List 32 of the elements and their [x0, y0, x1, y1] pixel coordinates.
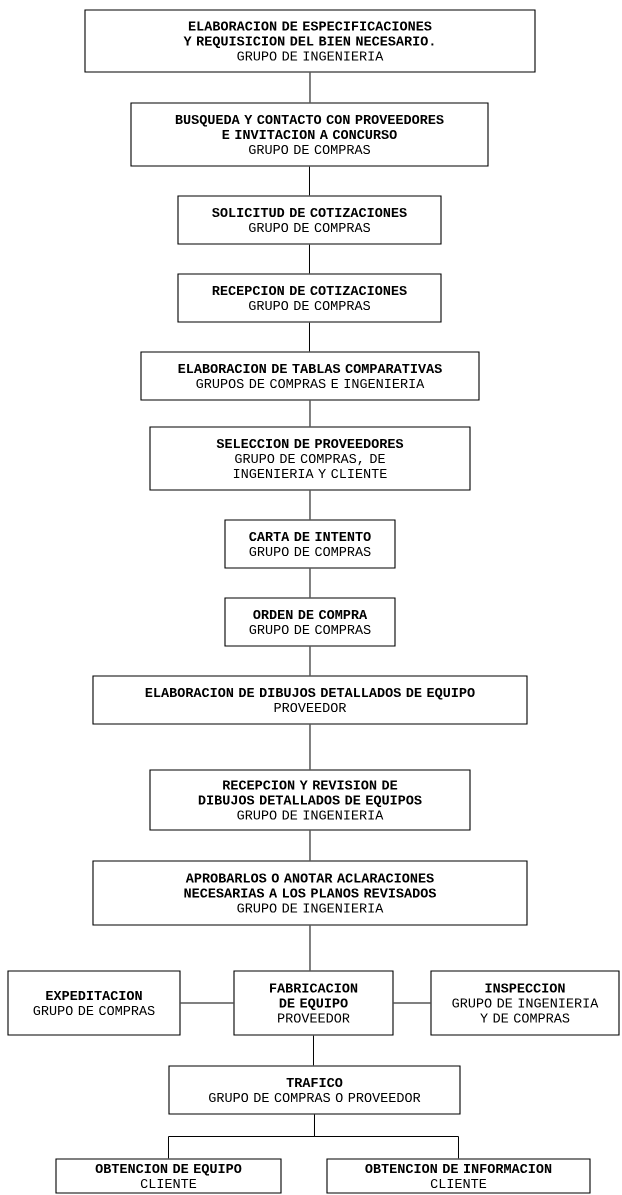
process-box: APROBARLOS O ANOTAR ACLARACIONES NECESARIAS A LOS PLANOS REVISADOS GRUPO DE INGENIERIA — [92, 860, 528, 926]
process-box: ELABORACION DE TABLAS COMPARATIVAS GRUPOS DE COMPRAS E INGENIERIA — [140, 351, 480, 401]
connector-line — [314, 1114, 459, 1159]
connector-line — [309, 646, 311, 676]
connector-line — [180, 1002, 234, 1004]
process-box: OBTENCION DE EQUIPO CLIENTE — [55, 1158, 282, 1194]
connector-line — [309, 724, 311, 770]
process-box: FABRICACION DE EQUIPO PROVEEDOR — [233, 970, 394, 1036]
process-box: RECEPCION DE COTIZACIONES GRUPO DE COMPRAS — [177, 273, 442, 323]
connector-line — [309, 925, 311, 971]
process-box: BUSQUEDA Y CONTACTO CON PROVEEDORES E INVITACION A CONCURSO GRUPO DE COMPRAS — [130, 102, 489, 167]
process-box: RECEPCION Y REVISION DE DIBUJOS DETALLADOS DE EQUIPOS GRUPO DE INGENIERIA — [149, 769, 471, 831]
process-box: TRAFICO GRUPO DE COMPRAS O PROVEEDOR — [168, 1065, 461, 1115]
connector-line — [309, 322, 310, 352]
process-box: ORDEN DE COMPRA GRUPO DE COMPRAS — [224, 597, 396, 647]
process-box: CARTA DE INTENTO GRUPO DE COMPRAS — [224, 519, 396, 569]
process-box: EXPEDITACION GRUPO DE COMPRAS — [7, 970, 181, 1036]
connector-line — [313, 1035, 314, 1066]
connector-line — [309, 830, 311, 861]
connector-line — [309, 568, 311, 598]
process-box: ELABORACION DE DIBUJOS DETALLADOS DE EQUIPO PROVEEDOR — [92, 675, 528, 725]
process-box: OBTENCION DE INFORMACION CLIENTE — [326, 1158, 591, 1194]
connector-line — [393, 1002, 431, 1004]
process-box: INSPECCION GRUPO DE INGENIERIA Y DE COMPRAS — [430, 970, 620, 1036]
process-box: SELECCION DE PROVEEDORES GRUPO DE COMPRAS, DE INGENIERIA Y CLIENTE — [149, 426, 471, 491]
connector-line — [309, 400, 311, 427]
connector-line — [309, 166, 310, 196]
process-box: ELABORACION DE ESPECIFICACIONES Y REQUISICION DEL BIEN NECESARIO. GRUPO DE INGENIERIA — [84, 9, 536, 73]
connector-line — [309, 244, 310, 274]
connector-line — [309, 72, 311, 103]
connector-line — [309, 490, 311, 520]
process-box: SOLICITUD DE COTIZACIONES GRUPO DE COMPRAS — [177, 195, 442, 245]
